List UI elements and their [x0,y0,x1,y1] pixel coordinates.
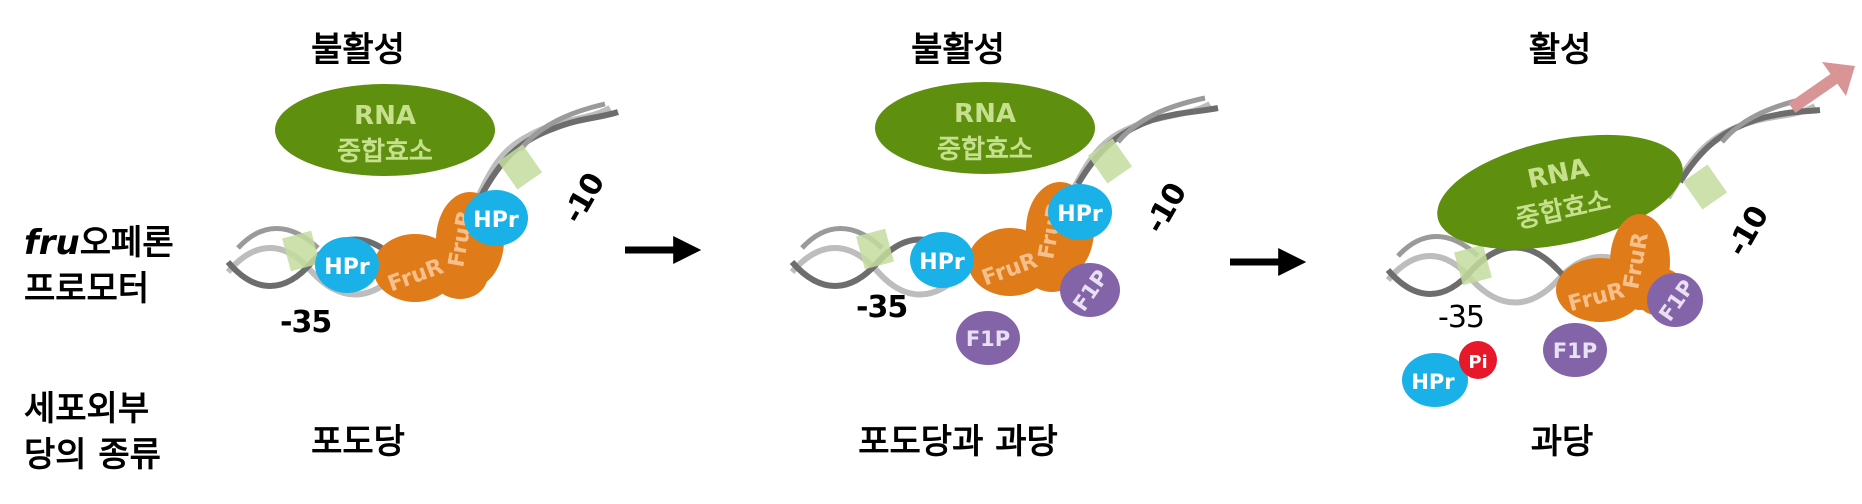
promoter-label-line1: fru오페론 [24,220,174,266]
sugar-label-panel-2: 포도당과 과당 [858,422,1058,462]
state-label-panel-2: 불활성 [911,30,1005,70]
promoter-box-minus10 [1087,138,1133,184]
sugar-label-line1: 세포외부 [24,389,150,429]
promoter-box-minus35 [1454,244,1492,286]
f1p-label-1: F1P [1553,339,1597,363]
hpr-bound [1048,184,1112,240]
panel-3-fructose: RNA 중합효소 FruR FruR F1P F1P HPr Pi [1385,62,1855,407]
transcription-arrow-head [1822,62,1855,96]
rna-polymerase-label-line2: 중합효소 [937,135,1033,165]
sugar-label-panel-1: 포도당 [311,422,405,462]
promoter-box-minus35 [856,228,894,270]
f1p-molecule [1647,273,1703,327]
pi-label: Pi [1468,352,1487,373]
rna-polymerase-label-line1: RNA [354,101,416,131]
rna-polymerase-label-line1: RNA [954,99,1016,129]
sugar-side-label: 세포외부 당의 종류 [24,386,161,478]
hpr-bound [464,190,528,246]
minus35-label-panel-2: -35 [856,290,908,325]
operon-word: 오페론 [79,223,174,263]
panel-2-glucose-fructose: RNA 중합효소 FruR FruR HPr HPr F1P F1P [789,82,1219,365]
hpr-bound [315,237,379,293]
f1p-molecule [1060,263,1120,317]
f1p-molecule [956,311,1020,365]
hpr-phosphorylated [1402,353,1468,407]
hpr-label-bound-1: HPr [919,250,965,275]
hpr-label-bound-1: HPr [324,255,370,280]
hpr-label-free: HPr [1411,370,1455,394]
rna-polymerase [275,84,495,176]
hpr-label-bound-2: HPr [1057,202,1103,227]
rna-polymerase-label-line2: 중합효소 [337,137,433,167]
promoter-label-line2: 프로모터 [24,269,150,309]
state-label-panel-1: 불활성 [311,30,405,70]
sugar-label-panel-3: 과당 [1530,422,1594,462]
state-label-panel-3: 활성 [1528,30,1592,70]
dna-helix [225,101,619,298]
rna-polymerase [875,82,1095,174]
promoter-side-label: fru오페론 프로모터 [24,220,174,312]
rna-polymerase [1437,134,1683,250]
hpr-bound [910,232,974,288]
promoter-box-minus35 [282,230,320,272]
sugar-label-line2: 당의 종류 [24,435,161,475]
hpr-label-bound-2: HPr [473,208,519,233]
promoter-box-minus10 [1682,164,1728,210]
panel-1-glucose: RNA 중합효소 FruR FruR HPr HPr [225,84,619,302]
phosphate-pi [1459,341,1497,379]
promoter-box-minus10 [497,144,543,190]
minus35-label-panel-1: -35 [280,305,332,340]
minus35-label-panel-3: -35 [1438,300,1485,335]
transcription-arrow [1788,71,1842,113]
f1p-molecule [1543,323,1607,377]
fru-gene-name: fru [24,223,80,263]
f1p-label-1: F1P [966,327,1010,351]
